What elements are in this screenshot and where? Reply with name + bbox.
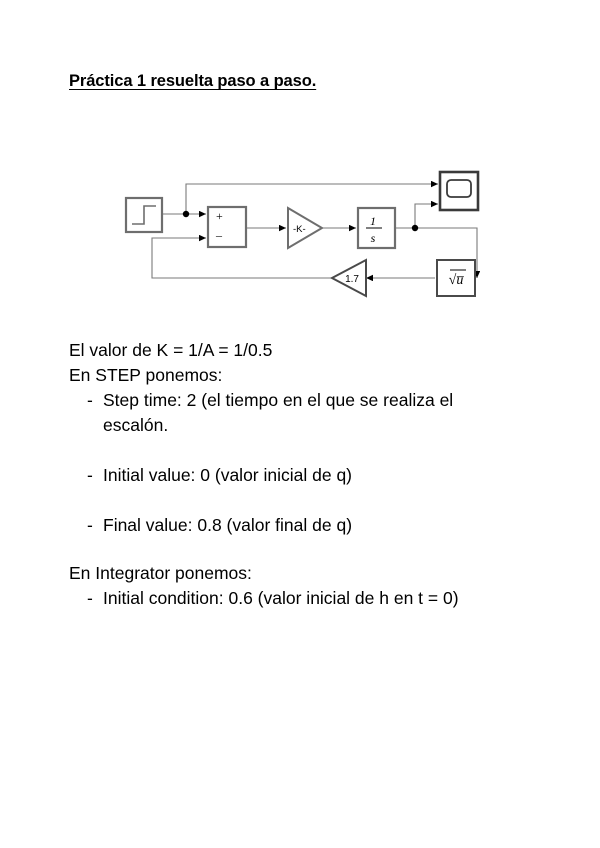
gain-k-label: -K- <box>293 224 306 235</box>
bullet-dash: - <box>87 588 93 608</box>
body-text: El valor de K = 1/A = 1/0.5 En STEP pone… <box>69 338 559 611</box>
block-step[interactable] <box>124 196 164 234</box>
bullet-final-value-text: Final value: 0.8 (valor final de q) <box>103 515 353 535</box>
spacer-1 <box>69 438 559 463</box>
spacer-3 <box>69 538 559 561</box>
bullet-initial-condition-text: Initial condition: 0.6 (valor inicial de… <box>103 588 459 608</box>
bullet-initial-value: - Initial value: 0 (valor inicial de q) <box>87 463 559 488</box>
block-sqrt[interactable]: √u̅ <box>436 259 476 297</box>
page-title: Práctica 1 resuelta paso a paso. <box>69 72 317 90</box>
block-sum[interactable]: + – <box>206 205 248 249</box>
sum-plus-label: + <box>216 209 223 223</box>
scope-screen-icon <box>446 179 472 198</box>
bullet-initial-condition: - Initial condition: 0.6 (valor inicial … <box>87 586 559 611</box>
simulink-block-diagram: + – -K- 1 s √u̅ <box>110 160 495 305</box>
block-scope[interactable] <box>438 170 480 212</box>
bullet-dash: - <box>87 515 93 535</box>
bullet-final-value: - Final value: 0.8 (valor final de q) <box>87 513 559 538</box>
bullet-step-time-line1: Step time: 2 (el tiempo en el que se rea… <box>103 390 454 410</box>
block-gain-feedback[interactable]: 1.7 <box>329 258 367 298</box>
line-integrator-header: En Integrator ponemos: <box>69 563 252 583</box>
line-k-value: El valor de K = 1/A = 1/0.5 <box>69 340 273 360</box>
signal-junction-step <box>182 210 190 218</box>
bullet-dash: - <box>87 465 93 485</box>
bullet-step-time: - Step time: 2 (el tiempo en el que se r… <box>87 388 559 438</box>
block-integrator[interactable]: 1 s <box>356 206 397 250</box>
bullet-dash: - <box>87 390 93 410</box>
step-waveform-icon <box>132 205 156 225</box>
spacer-2 <box>69 488 559 513</box>
bullet-initial-value-text: Initial value: 0 (valor inicial de q) <box>103 465 353 485</box>
block-gain-k[interactable]: -K- <box>287 206 324 250</box>
integrator-numerator-label: 1 <box>370 214 376 228</box>
sqrt-label: √u̅ <box>449 273 465 288</box>
integrator-denominator-label: s <box>371 231 376 245</box>
signal-junction-integrator <box>411 224 419 232</box>
bullet-step-time-text: Step time: 2 (el tiempo en el que se rea… <box>103 388 559 438</box>
line-step-header: En STEP ponemos: <box>69 365 223 385</box>
bullet-step-time-line2: escalón. <box>103 415 169 435</box>
sum-minus-label: – <box>215 228 223 242</box>
gain-feedback-label: 1.7 <box>345 274 359 285</box>
